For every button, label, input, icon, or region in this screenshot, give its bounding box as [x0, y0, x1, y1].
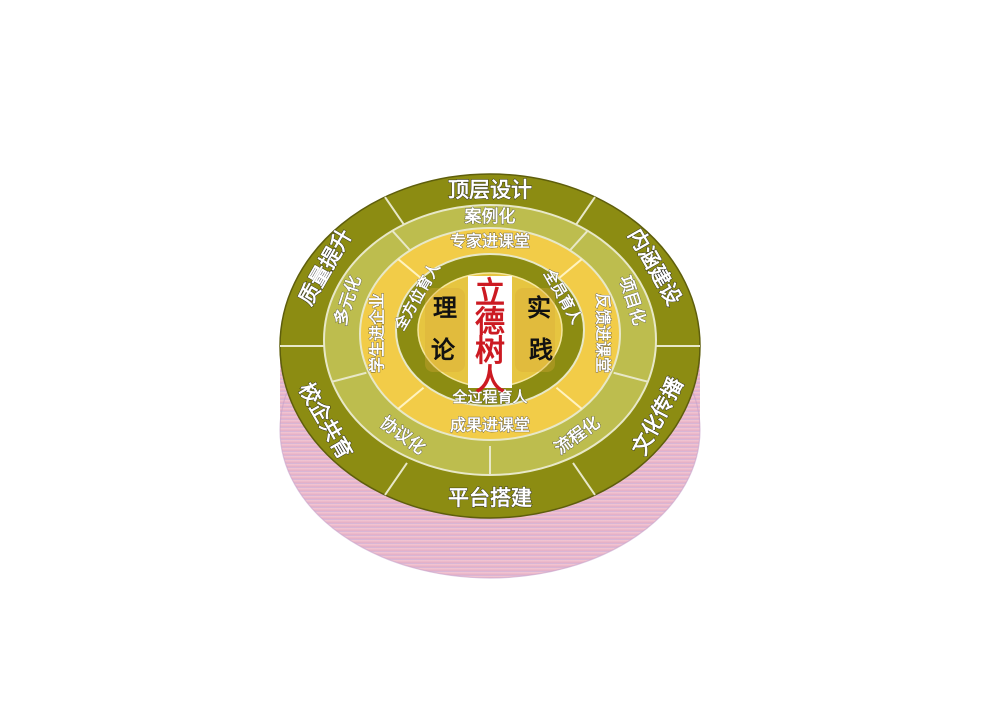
middle-ring-divider-3	[613, 371, 649, 383]
inner-ring-label-3: 成果进课堂	[450, 416, 530, 435]
inner-ring-divider-1	[397, 258, 425, 282]
left-side-char-2: 论	[431, 336, 456, 364]
right-side-band	[515, 288, 555, 372]
outer-ring-label-1: 顶层设计	[448, 178, 532, 202]
left-side-band	[425, 288, 465, 372]
inner-ring-label-2: 反馈进课堂	[594, 293, 613, 373]
inner-ring-label-1: 专家进课堂	[450, 232, 530, 251]
core-ring-label-3: 全过程育人	[451, 388, 528, 406]
right-side-char-1: 实	[527, 294, 551, 322]
middle-ring-label-1: 案例化	[464, 206, 516, 227]
inner-ring-label-4: 学生进企业	[368, 293, 387, 373]
left-side-char-1: 理	[433, 294, 457, 322]
center-char-1: 立	[475, 276, 505, 311]
center-char-3: 树	[475, 334, 505, 369]
inner-ring-divider-3	[555, 386, 583, 410]
center-disk: 立 德 树 人 理 论 实 践	[417, 272, 563, 398]
middle-ring-divider-5	[331, 371, 367, 383]
right-side-char-2: 践	[529, 336, 553, 364]
outer-ring-divider-5	[384, 462, 408, 496]
outer-ring-label-4: 平台搭建	[448, 486, 532, 510]
inner-ring-divider-4	[397, 386, 425, 410]
outer-ring-divider-4	[572, 462, 596, 496]
inner-ring-divider-2	[555, 258, 583, 282]
center-char-4: 人	[475, 363, 505, 398]
center-char-2: 德	[475, 305, 505, 340]
center-panel	[468, 276, 512, 388]
